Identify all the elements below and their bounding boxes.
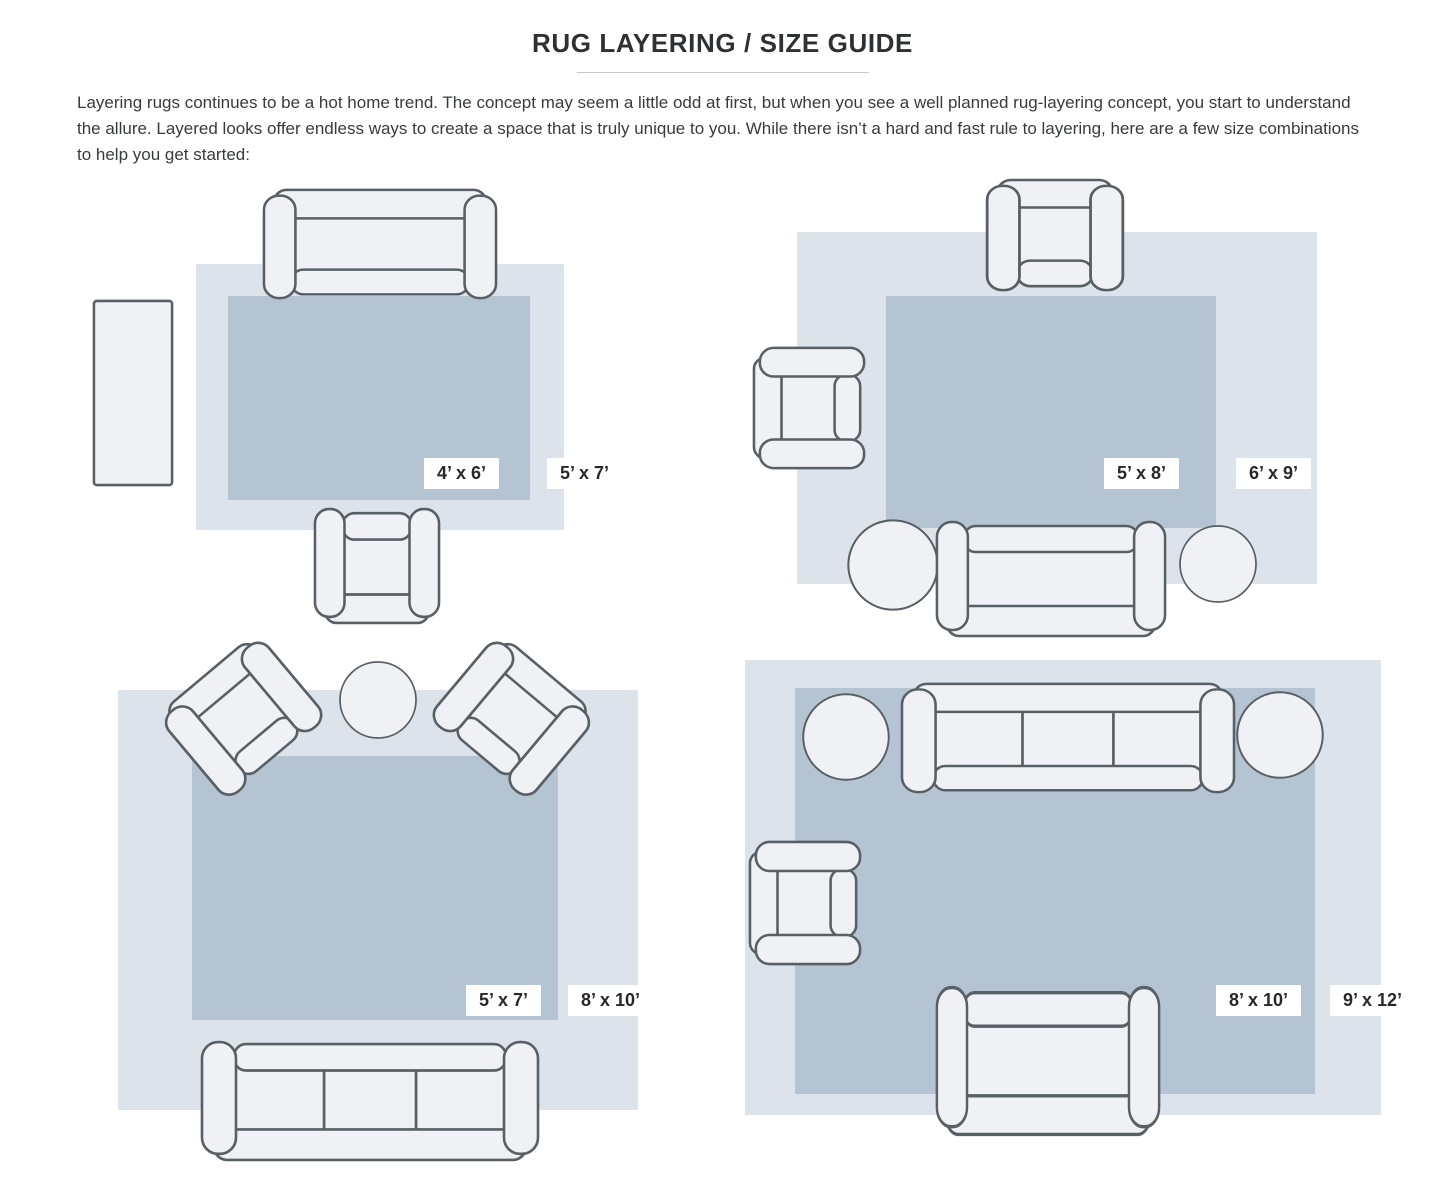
round-side-table-icon	[1179, 525, 1257, 603]
rug-size-label-inner: 8’ x 10’	[1216, 985, 1302, 1016]
rug-inner-5x8	[886, 296, 1216, 528]
armchair-icon	[313, 507, 441, 625]
sofa-icon	[935, 520, 1167, 638]
intro-paragraph: Layering rugs continues to be a hot home…	[77, 93, 1359, 164]
armchair-icon	[748, 840, 862, 966]
page-title: RUG LAYERING / SIZE GUIDE	[532, 28, 913, 58]
layout-diagram-3: 5’ x 7’ 8’ x 10’	[118, 631, 678, 1165]
rug-size-label-outer: 6’ x 9’	[1236, 458, 1312, 489]
console-table-icon	[92, 299, 174, 487]
round-side-table-icon	[1236, 691, 1324, 779]
rug-size-label-inner: 4’ x 6’	[424, 458, 500, 489]
rug-size-label-inner: 5’ x 7’	[466, 985, 542, 1016]
sofa-icon	[935, 985, 1161, 1137]
round-side-table-icon	[802, 693, 890, 781]
rug-size-label-inner: 5’ x 8’	[1104, 458, 1180, 489]
sofa-icon	[262, 188, 498, 300]
round-side-table-icon	[339, 661, 417, 739]
layout-diagram-4: 8’ x 10’ 9’ x 12’	[745, 655, 1445, 1155]
armchair-icon	[985, 178, 1125, 292]
three-seat-sofa-icon	[200, 1040, 540, 1162]
three-seat-sofa-icon	[900, 682, 1236, 794]
armchair-icon	[752, 346, 866, 470]
rug-size-label-outer: 9’ x 12’	[1330, 985, 1416, 1016]
layout-diagram-1: 4’ x 6’ 5’ x 7’	[91, 178, 651, 638]
rug-size-label-outer: 5’ x 7’	[547, 458, 623, 489]
rug-size-label-outer: 8’ x 10’	[568, 985, 654, 1016]
title-divider	[576, 72, 869, 73]
layout-diagram-2: 5’ x 8’ 6’ x 9’	[745, 175, 1345, 645]
round-side-table-icon	[847, 519, 939, 611]
rug-inner-5x7	[192, 756, 558, 1020]
